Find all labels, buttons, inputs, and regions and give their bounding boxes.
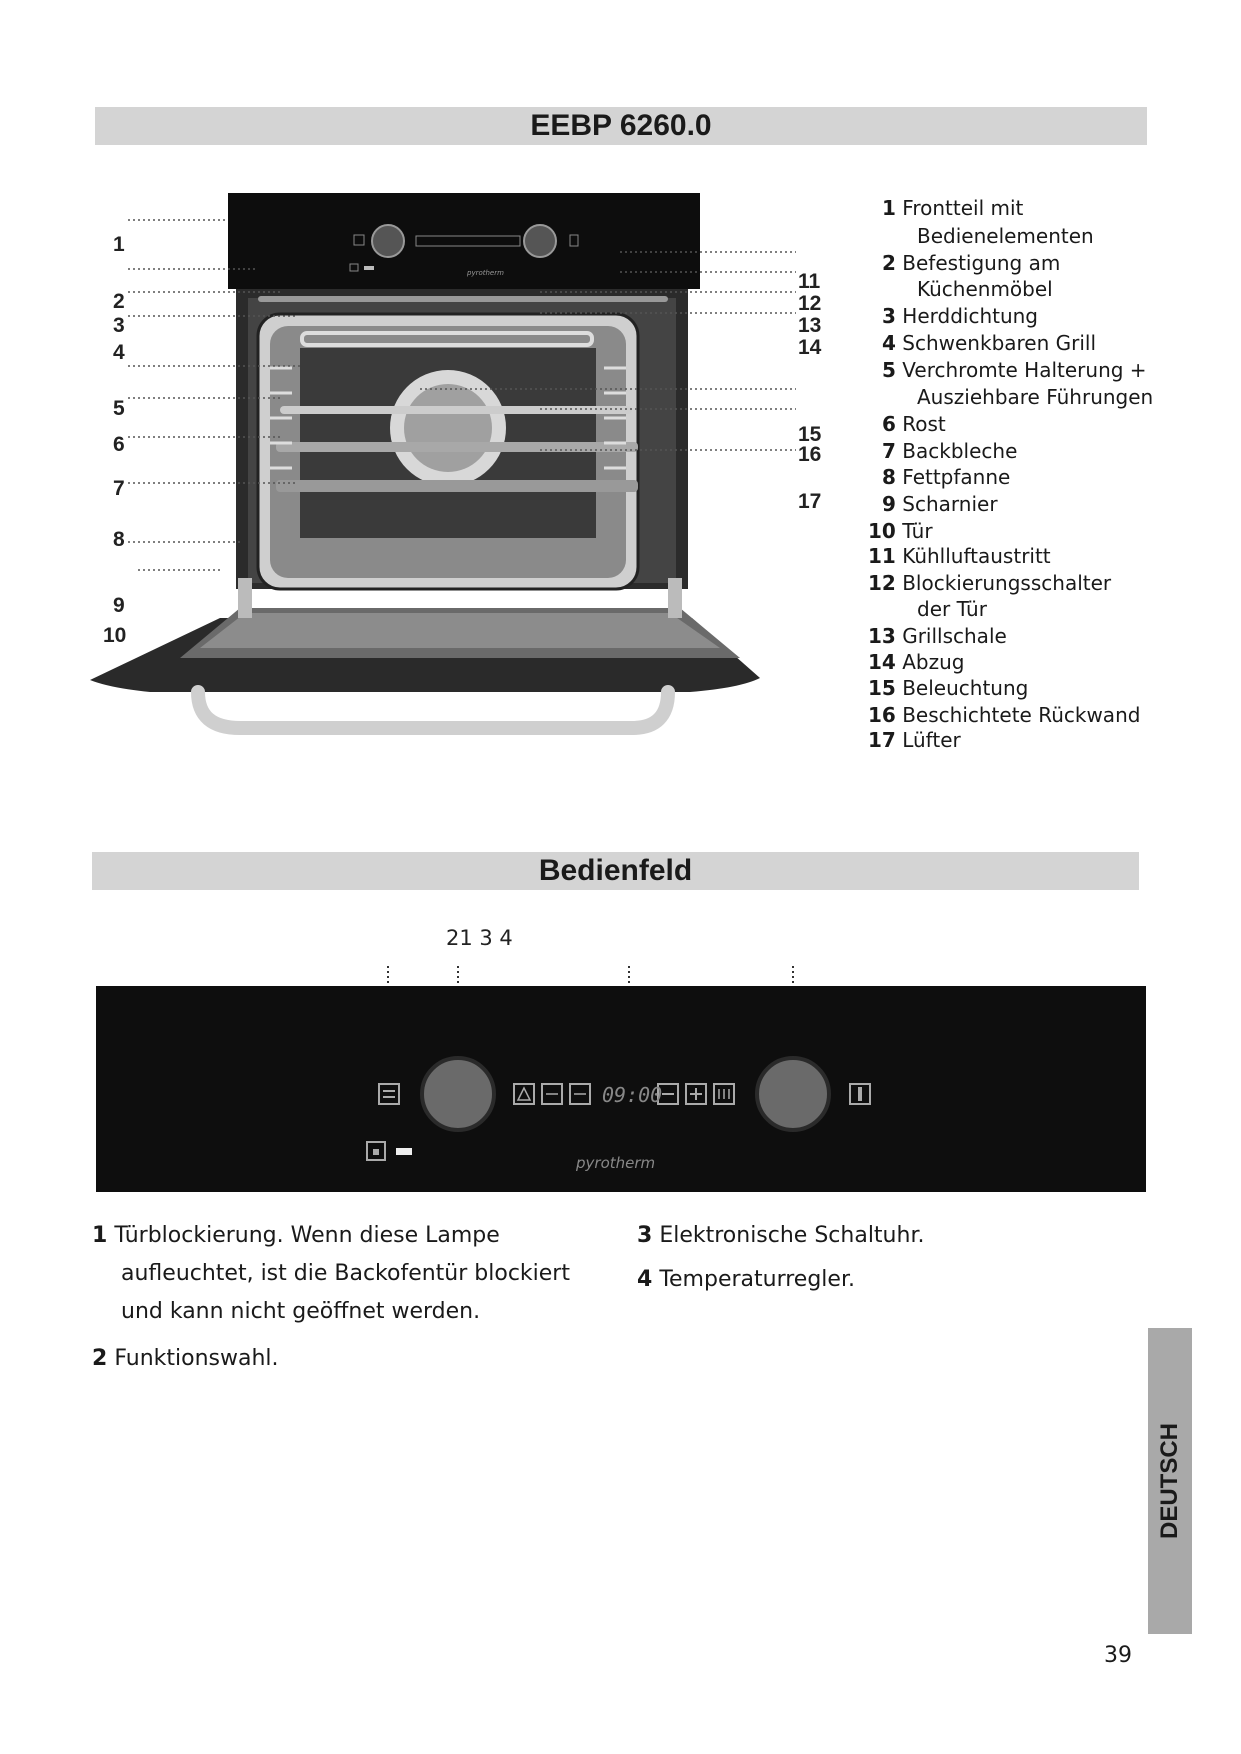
callout-5: 5 (113, 397, 125, 421)
legend-item-3: 3 Herddichtung (882, 303, 1038, 329)
description-3: 3 Elektronische Schaltuhr. (637, 1223, 924, 1248)
language-tab: DEUTSCH (1148, 1328, 1192, 1634)
section-title: Bedienfeld (539, 854, 692, 888)
legend-item-6: 6 Rost (882, 411, 946, 437)
callout-10: 10 (103, 624, 126, 648)
callout-14: 14 (798, 336, 821, 360)
callout-12: 12 (798, 292, 821, 316)
legend-item-9: 9 Scharnier (882, 491, 998, 517)
legend-item-2: 2 Befestigung am (882, 250, 1060, 276)
door-lock-lamp (396, 1148, 412, 1155)
legend-item-12-cont: der Tür (917, 596, 987, 622)
description-1-line2: aufleuchtet, ist die Backofentür blockie… (121, 1261, 570, 1286)
callout-13: 13 (798, 314, 821, 338)
callout-17: 17 (798, 490, 821, 514)
callout-9: 9 (113, 594, 125, 618)
oven-control-panel (228, 193, 700, 289)
description-1-line3: und kann nicht geöffnet werden. (121, 1299, 480, 1324)
legend-item-1: 1 Frontteil mit (882, 195, 1023, 221)
oven-illustration: pyrotherm (80, 188, 850, 768)
legend-item-13: 13 Grillschale (868, 623, 1007, 649)
callout-1: 1 (113, 233, 125, 257)
legend-item-10: 10 Tür (868, 518, 933, 544)
language-tab-label: DEUTSCH (1156, 1423, 1184, 1539)
legend-item-17: 17 Lüfter (868, 727, 961, 753)
legend-item-8: 8 Fettpfanne (882, 464, 1010, 490)
oven-knob-left (372, 225, 404, 257)
legend-item-14: 14 Abzug (868, 649, 964, 675)
panel-brand: pyrotherm (575, 1154, 655, 1172)
control-panel-illustration: 09:00 pyrotherm (96, 960, 1146, 1192)
callout-6: 6 (113, 433, 125, 457)
legend-item-12: 12 Blockierungsschalter (868, 570, 1111, 596)
legend-item-1-cont: Bedienelementen (917, 223, 1094, 249)
callout-11: 11 (798, 270, 820, 294)
callout-4: 4 (113, 341, 125, 365)
oven-brand-text: pyrotherm (466, 269, 504, 277)
oven-knob-right (524, 225, 556, 257)
legend-item-11: 11 Kühlluftaustritt (868, 543, 1051, 569)
callout-16: 16 (798, 443, 821, 467)
callout-3: 3 (113, 314, 125, 338)
callout-2: 2 (113, 290, 125, 314)
page-number: 39 (1104, 1643, 1132, 1668)
legend-item-5: 5 Verchromte Halterung + (882, 357, 1147, 383)
clock-display: 09:00 (602, 1083, 662, 1107)
panel-callout-numbers: 21 3 4 (446, 926, 513, 950)
legend-item-5-cont: Ausziehbare Führungen (917, 384, 1153, 410)
oven-door-handle (198, 692, 668, 728)
oven-rack (280, 406, 632, 414)
legend-item-15: 15 Beleuchtung (868, 675, 1028, 701)
callout-8: 8 (113, 528, 125, 552)
callout-7: 7 (113, 477, 125, 501)
description-2: 2 Funktionswahl. (92, 1346, 279, 1371)
legend-item-16: 16 Beschichtete Rückwand (868, 702, 1140, 728)
legend-item-4: 4 Schwenkbaren Grill (882, 330, 1096, 356)
model-title-bar: EEBP 6260.0 (95, 107, 1147, 145)
description-4: 4 Temperaturregler. (637, 1267, 855, 1292)
model-title: EEBP 6260.0 (530, 109, 711, 143)
description-1: 1 Türblockierung. Wenn diese Lampe (92, 1223, 604, 1248)
section-title-bar: Bedienfeld (92, 852, 1139, 890)
legend-item-2-cont: Küchenmöbel (917, 276, 1053, 302)
legend-item-7: 7 Backbleche (882, 438, 1017, 464)
